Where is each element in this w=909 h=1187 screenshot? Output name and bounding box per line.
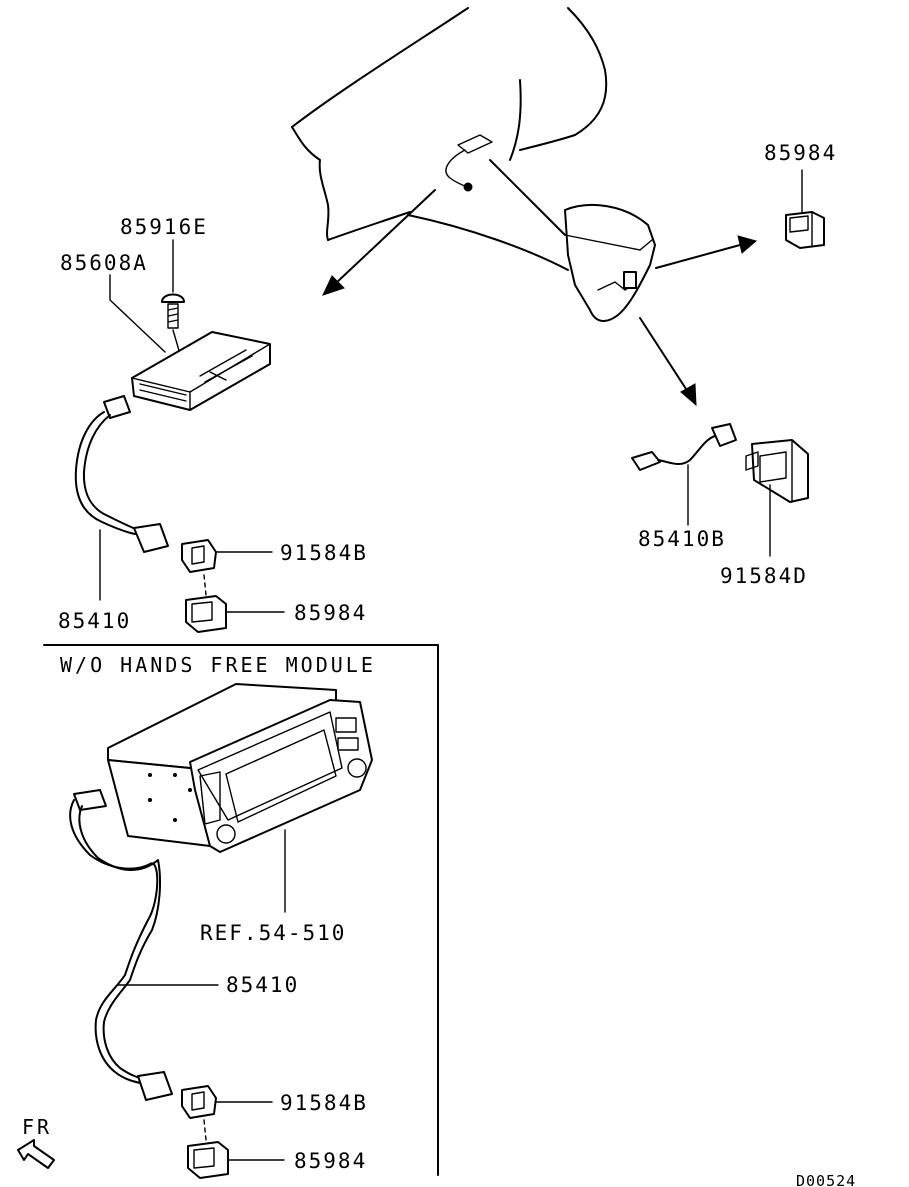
label-85984-left: 85984 bbox=[294, 601, 367, 625]
part-85410B-drawing bbox=[631, 423, 737, 526]
diagram-code: D00524 bbox=[796, 1172, 856, 1187]
label-ref-54-510: REF.54-510 bbox=[200, 921, 346, 945]
part-85984-top-drawing bbox=[785, 169, 825, 249]
label-85410-left: 85410 bbox=[58, 609, 131, 633]
label-85410-bottom: 85410 bbox=[226, 973, 299, 997]
part-91584B-top-drawing bbox=[181, 539, 273, 596]
fr-arrow-icon bbox=[17, 1139, 55, 1169]
part-85984-bottom-drawing bbox=[187, 1141, 285, 1179]
label-85984-bottom: 85984 bbox=[294, 1149, 367, 1173]
arrows bbox=[322, 189, 758, 407]
label-91584D: 91584D bbox=[720, 564, 808, 588]
label-85410B: 85410B bbox=[638, 527, 726, 551]
section-title: W/O HANDS FREE MODULE bbox=[60, 653, 376, 677]
wire-85410-bottom-drawing bbox=[69, 789, 219, 1101]
wire-85410-top-drawing bbox=[74, 395, 169, 601]
label-85608A: 85608A bbox=[60, 251, 148, 275]
part-91584D-drawing bbox=[745, 439, 809, 557]
label-91584B-top: 91584B bbox=[280, 541, 368, 565]
label-85984-top: 85984 bbox=[764, 141, 837, 165]
part-85984-left-drawing bbox=[185, 595, 285, 633]
part-91584B-bottom-drawing bbox=[181, 1085, 273, 1141]
section-frame bbox=[43, 644, 439, 1176]
label-91584B-bottom: 91584B bbox=[280, 1091, 368, 1115]
module-85608A-drawing bbox=[109, 239, 271, 411]
label-85916E: 85916E bbox=[120, 215, 208, 239]
direction-label: FR bbox=[22, 1115, 52, 1139]
dashboard-drawing bbox=[291, 7, 656, 322]
head-unit-drawing bbox=[107, 683, 373, 913]
